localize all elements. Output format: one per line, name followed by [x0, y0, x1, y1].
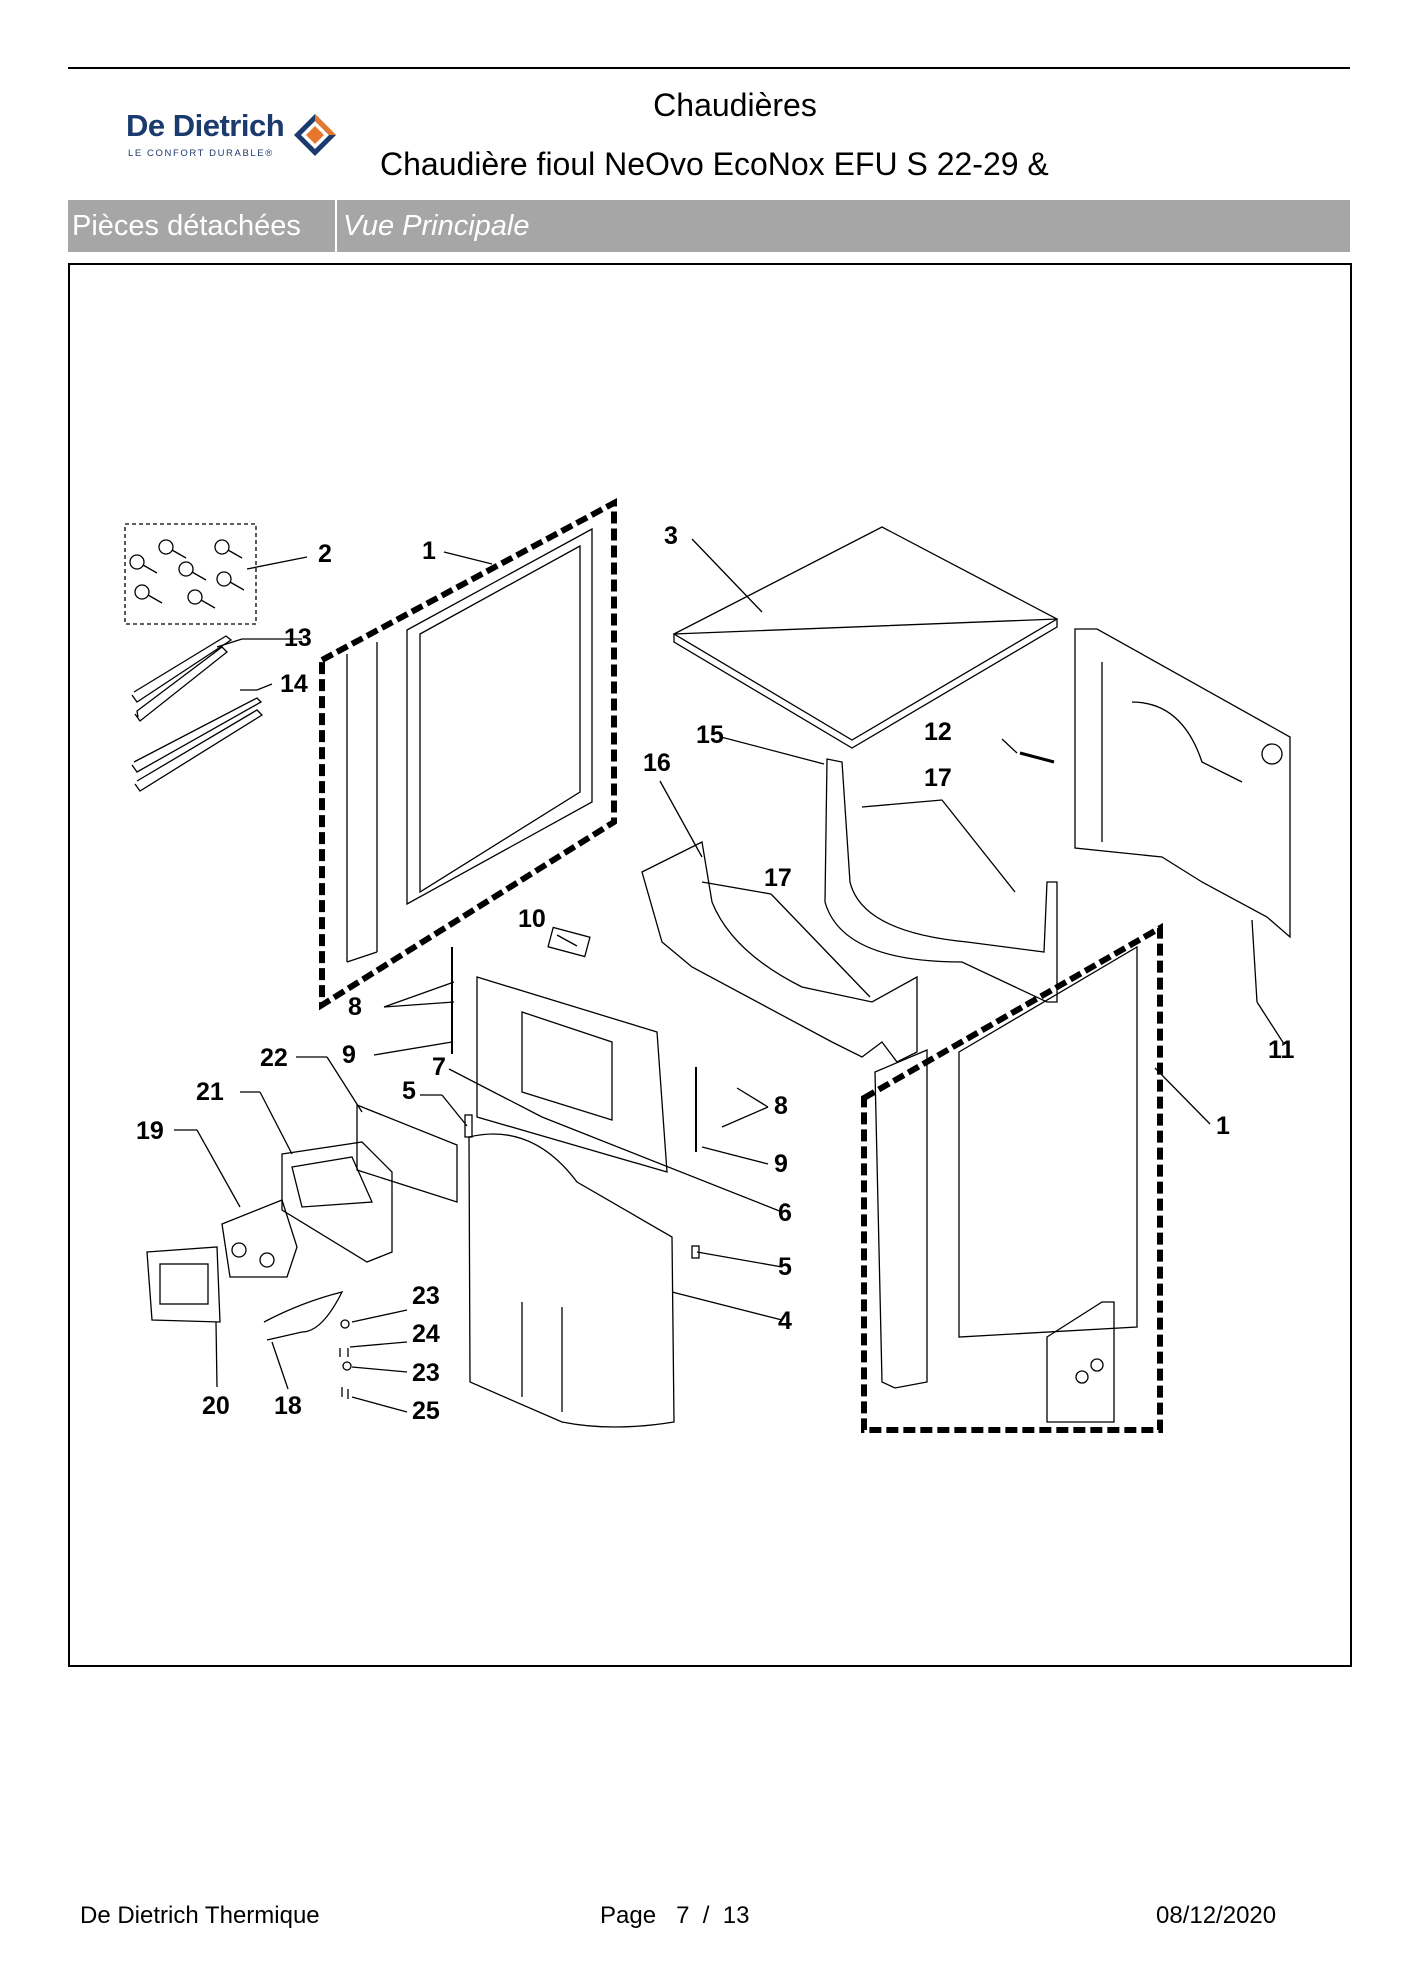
callout-17b: 17 [764, 864, 792, 892]
callout-23b: 23 [412, 1359, 440, 1387]
exploded-diagram: 1 1 2 3 4 5 5 6 7 8 8 9 9 10 11 12 13 14… [68, 263, 1352, 1667]
callout-16: 16 [643, 749, 671, 777]
screw-kit-box [124, 523, 257, 625]
page-current: 7 [676, 1902, 690, 1929]
callout-14: 14 [280, 670, 308, 698]
rear-connector-plate [1046, 1301, 1115, 1423]
brand-tagline: LE CONFORT DURABLE® [128, 148, 274, 159]
callout-7: 7 [432, 1053, 446, 1081]
callout-12: 12 [924, 718, 952, 746]
label-10 [547, 926, 591, 958]
clip-5 [464, 1114, 473, 1138]
callout-3: 3 [664, 522, 678, 550]
callout-10: 10 [518, 905, 546, 933]
top-cover [672, 526, 1059, 741]
circuit-board-22 [356, 1104, 458, 1203]
page-total: 13 [722, 1902, 750, 1929]
rear-panel [1074, 628, 1291, 939]
rod-12 [1019, 751, 1055, 764]
control-front-plate [476, 976, 668, 1173]
section-label: Pièces détachées [72, 210, 301, 242]
footer-date: 08/12/2020 [1156, 1902, 1277, 1929]
callout-6: 6 [778, 1199, 792, 1227]
callout-13: 13 [284, 624, 312, 652]
display-bezel [281, 1141, 393, 1263]
callout-22: 22 [260, 1044, 288, 1072]
callout-9a: 9 [342, 1041, 356, 1069]
brand-name: De Dietrich [126, 108, 285, 143]
header-rule [68, 67, 1350, 69]
side-panel-left [319, 497, 617, 1011]
product-title: Chaudière fioul NeOvo EcoNox EFU S 22-29… [380, 146, 1049, 182]
view-label: Vue Principale [343, 210, 530, 242]
page-category: Chaudières [653, 87, 817, 123]
brand-diamond-icon [294, 114, 336, 156]
footer-company: De Dietrich Thermique [80, 1902, 320, 1929]
callout-15: 15 [696, 721, 724, 749]
callout-19: 19 [136, 1117, 164, 1145]
callout-5a: 5 [402, 1077, 416, 1105]
callout-18: 18 [274, 1392, 302, 1420]
bracket-16 [641, 841, 918, 1063]
callout-20: 20 [202, 1392, 230, 1420]
callout-5b: 5 [778, 1253, 792, 1281]
wiring-harness-18 [263, 1291, 344, 1341]
display-module-20 [146, 1246, 221, 1323]
page-label: Page [600, 1902, 657, 1929]
section-bar: Pièces détachées Vue Principale [68, 200, 1350, 252]
bracket-15 [824, 758, 1058, 1003]
callout-9b: 9 [774, 1150, 788, 1178]
control-module-19 [221, 1199, 298, 1278]
callout-25: 25 [412, 1397, 440, 1425]
callout-2: 2 [318, 540, 332, 568]
callout-1b: 1 [1216, 1112, 1230, 1140]
callout-24: 24 [412, 1320, 440, 1348]
callout-1a: 1 [422, 537, 436, 565]
section-divider [335, 200, 337, 252]
front-fascia [468, 1133, 675, 1428]
callout-11: 11 [1268, 1036, 1295, 1064]
callout-17a: 17 [924, 764, 952, 792]
screws-icon [129, 539, 245, 609]
side-panel-right [861, 922, 1163, 1433]
callout-8b: 8 [774, 1092, 788, 1120]
brand-logo: De Dietrich LE CONFORT DURABLE® [126, 108, 346, 168]
page-separator: / [702, 1902, 710, 1929]
callout-23a: 23 [412, 1282, 440, 1310]
footer-pagination: Page 7 / 13 [600, 1902, 750, 1930]
hex-key-14 [134, 709, 264, 792]
callout-21: 21 [196, 1078, 224, 1106]
callout-8a: 8 [348, 993, 362, 1021]
callout-4: 4 [778, 1307, 792, 1335]
hex-key-13 [134, 646, 228, 722]
parts-drawing: 1 1 2 3 4 5 5 6 7 8 8 9 9 10 11 12 13 14… [124, 497, 1295, 1433]
